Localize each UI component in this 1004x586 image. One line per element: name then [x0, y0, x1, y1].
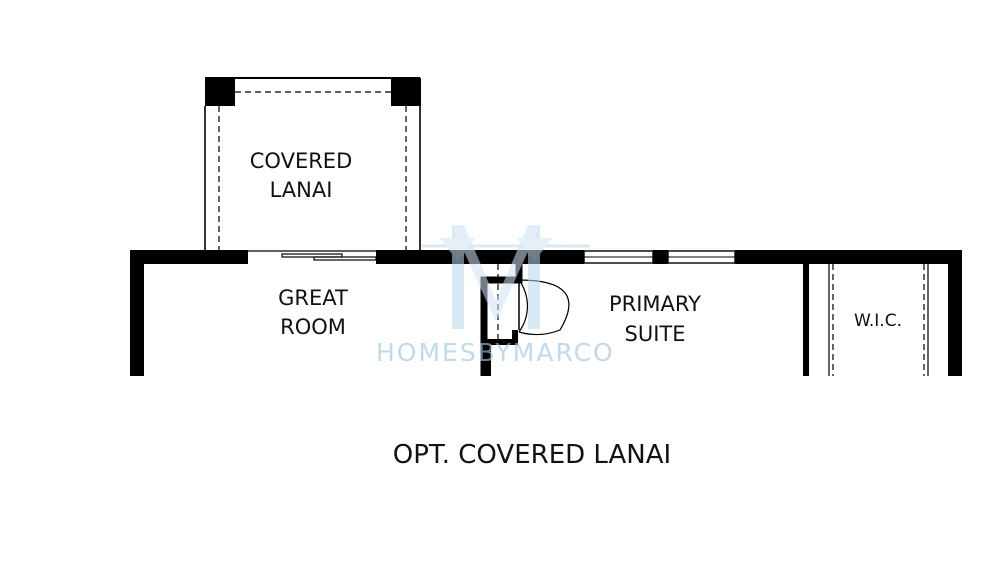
sliding-door-panel	[313, 256, 377, 261]
covered-lanai-structure	[204, 77, 421, 250]
room-label-primary-suite-line1: PRIMARY	[609, 292, 701, 316]
wall-segment	[653, 250, 668, 264]
watermark-text: HOMESBYMARCO	[376, 338, 615, 367]
lanai-column-left	[205, 78, 235, 106]
right-exterior-wall	[948, 250, 962, 376]
room-label-primary-suite-line2: SUITE	[625, 322, 686, 346]
door-swing-arc	[518, 279, 529, 333]
room-label-great-room-line2: ROOM	[280, 315, 346, 339]
wall-segment	[130, 250, 248, 264]
wall-segment	[735, 250, 962, 264]
room-label-wic: W.I.C.	[854, 311, 902, 331]
room-label-great-room-line1: GREAT	[278, 286, 348, 310]
room-label-covered-lanai-line2: LANAI	[270, 178, 333, 202]
wic-walls	[803, 264, 929, 376]
left-exterior-wall	[130, 250, 144, 376]
rear-wall	[130, 250, 962, 264]
watermark-logo-icon	[422, 225, 590, 329]
wall-segment	[376, 250, 584, 264]
primary-suite-entry	[480, 264, 570, 376]
plan-title: OPT. COVERED LANAI	[393, 440, 671, 470]
room-label-covered-lanai-line1: COVERED	[250, 149, 353, 173]
lanai-column-right	[391, 78, 421, 106]
sliding-door-panel	[281, 253, 343, 258]
wic-wall	[803, 264, 809, 376]
